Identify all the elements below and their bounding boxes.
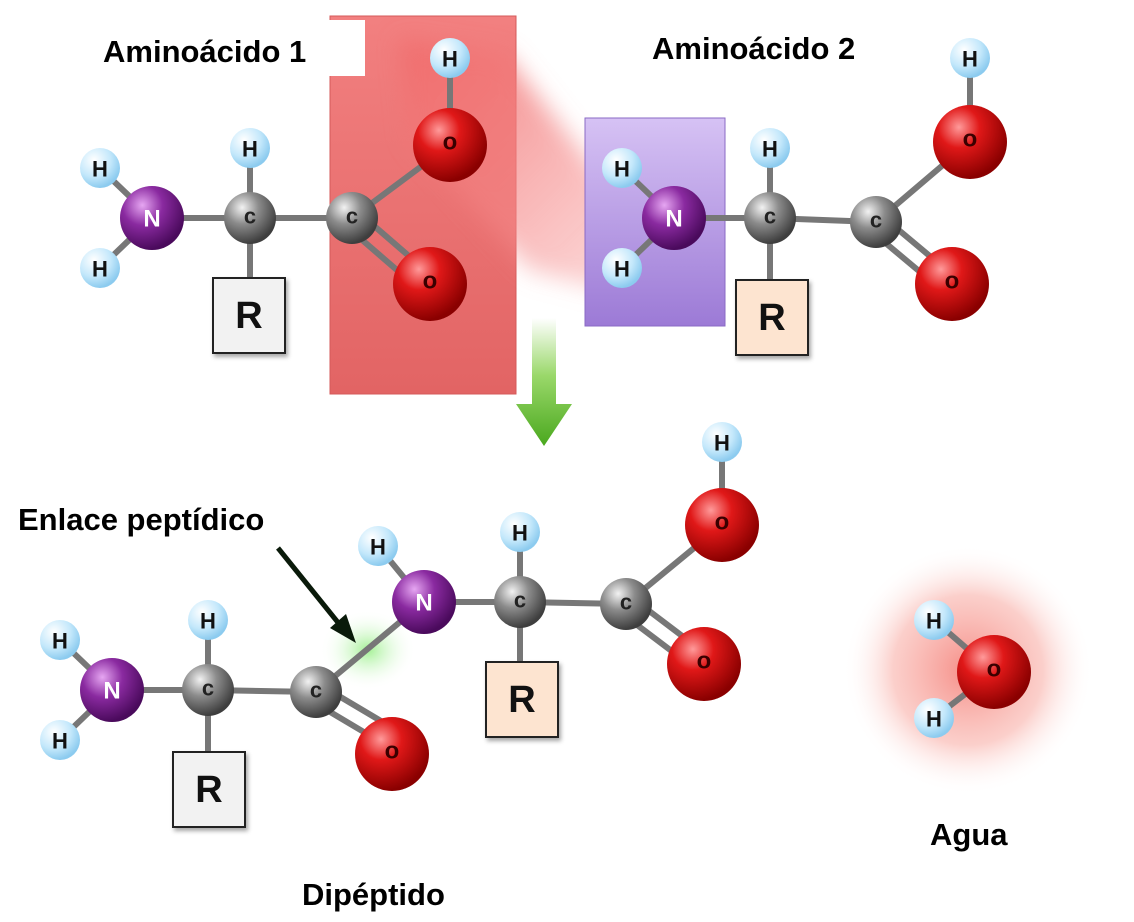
svg-text:R: R [195,769,222,811]
nitrogen-atom: N [392,570,456,634]
hydrogen-atom: H [702,422,742,462]
r-group-box: R [172,751,246,828]
svg-text:H: H [614,257,630,282]
svg-text:c: c [870,208,882,233]
svg-text:c: c [620,590,632,615]
svg-text:H: H [242,137,258,162]
svg-text:c: c [764,204,776,229]
svg-text:c: c [310,678,322,703]
carbon-atom: c [326,192,378,244]
svg-text:o: o [385,738,400,765]
r-group-box: R [735,279,809,356]
svg-text:H: H [962,47,978,72]
hydrogen-atom: H [950,38,990,78]
peptide-bond-label: Enlace peptídico [18,502,264,537]
svg-text:o: o [443,129,458,156]
hydrogen-atom: H [40,620,80,660]
svg-text:o: o [423,268,438,295]
carbon-atom: c [850,196,902,248]
hydrogen-atom: H [80,248,120,288]
svg-text:R: R [235,295,262,337]
svg-text:c: c [346,204,358,229]
svg-text:H: H [52,629,68,654]
svg-text:H: H [926,609,942,634]
carbon-atom: c [182,664,234,716]
hydrogen-atom: H [602,148,642,188]
oxygen-atom: o [667,627,741,701]
hydrogen-atom: H [188,600,228,640]
svg-text:H: H [614,157,630,182]
svg-text:c: c [514,588,526,613]
carbon-atom: c [494,576,546,628]
nitrogen-atom: N [642,186,706,250]
r-group-box: R [485,661,559,738]
hydrogen-atom: H [602,248,642,288]
svg-text:H: H [926,707,942,732]
svg-text:o: o [697,648,712,675]
carbon-atom: c [290,666,342,718]
carbon-atom: c [600,578,652,630]
svg-text:R: R [508,679,535,721]
nitrogen-atom: N [80,658,144,722]
svg-text:R: R [758,297,785,339]
svg-text:H: H [442,47,458,72]
svg-text:c: c [244,204,256,229]
pointer-arrow-icon [276,546,356,643]
svg-text:N: N [103,678,120,705]
svg-text:o: o [945,268,960,295]
hydrogen-atom: H [500,512,540,552]
hydrogen-atom: H [358,526,398,566]
svg-text:N: N [665,206,682,233]
oxygen-atom: o [393,247,467,321]
svg-text:o: o [715,509,730,536]
svg-text:H: H [512,521,528,546]
carbon-atom: c [224,192,276,244]
oxygen-atom: o [957,635,1031,709]
svg-text:c: c [202,676,214,701]
svg-text:H: H [370,535,386,560]
water-label: Agua [930,817,1008,852]
oxygen-atom: o [915,247,989,321]
carbon-atom: c [744,192,796,244]
dipeptide-label: Dipéptido [302,877,445,912]
hydrogen-atom: H [80,148,120,188]
oxygen-atom: o [413,108,487,182]
svg-text:H: H [762,137,778,162]
svg-text:o: o [987,656,1002,683]
svg-text:H: H [200,609,216,634]
svg-text:H: H [92,257,108,282]
hydrogen-atom: H [914,698,954,738]
hydrogen-atom: H [430,38,470,78]
oxygen-atom: o [933,105,1007,179]
oxygen-atom: o [685,488,759,562]
amino1-label-bg [95,20,365,76]
hydrogen-atom: H [40,720,80,760]
amino1-label: Aminoácido 1 [103,34,306,69]
svg-text:N: N [143,206,160,233]
hydrogen-atom: H [750,128,790,168]
r-group-box: R [212,277,286,354]
hydrogen-atom: H [230,128,270,168]
svg-text:o: o [963,126,978,153]
hydrogen-atom: H [914,600,954,640]
svg-text:H: H [52,729,68,754]
amino2-label: Aminoácido 2 [652,31,855,66]
svg-text:H: H [92,157,108,182]
reaction-arrow-icon [516,318,572,446]
svg-text:N: N [415,590,432,617]
nitrogen-atom: N [120,186,184,250]
oxygen-atom: o [355,717,429,791]
svg-text:H: H [714,431,730,456]
